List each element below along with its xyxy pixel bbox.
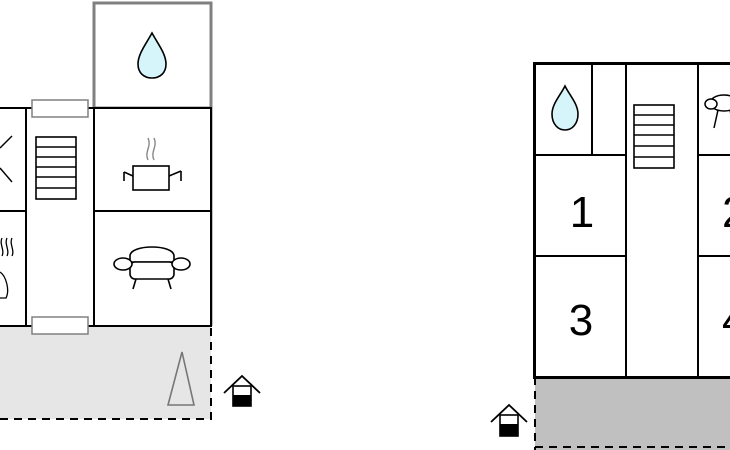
stairs-icon bbox=[35, 136, 77, 200]
room-outline bbox=[0, 210, 27, 327]
left-room-living bbox=[93, 210, 212, 327]
window-bottom bbox=[31, 316, 89, 335]
left-room-kitchen bbox=[93, 107, 212, 212]
right-room-wet bbox=[534, 63, 627, 156]
left-room-sauna bbox=[0, 210, 27, 327]
left-terrace bbox=[0, 326, 212, 420]
living-sofa-icon bbox=[113, 246, 191, 290]
left-floor-plan bbox=[0, 1, 261, 420]
right-room-dining bbox=[697, 63, 730, 156]
room-outline bbox=[697, 255, 730, 378]
entrance-house-icon bbox=[490, 403, 528, 437]
dining-table-icon bbox=[704, 94, 730, 129]
left-room-wet bbox=[92, 1, 213, 110]
room-outline bbox=[0, 107, 27, 212]
water-drop-icon bbox=[551, 84, 579, 131]
room-outline bbox=[591, 63, 627, 156]
window-top bbox=[31, 99, 89, 118]
terrace-outline bbox=[0, 326, 212, 420]
room-outline bbox=[534, 255, 627, 378]
room-outline bbox=[534, 154, 627, 257]
left-room-stairs bbox=[25, 99, 95, 335]
left-room-bathroom bbox=[0, 107, 27, 212]
right-room-1: 1 bbox=[534, 154, 627, 257]
room-number: 2 bbox=[722, 188, 730, 237]
room-number: 3 bbox=[569, 296, 593, 345]
right-room-3: 3 bbox=[534, 255, 627, 378]
right-room-2: 2 bbox=[697, 154, 730, 257]
room-number: 4 bbox=[722, 296, 730, 345]
right-room-stairs bbox=[625, 63, 699, 378]
stairs-icon bbox=[633, 104, 675, 169]
bathroom-icon bbox=[0, 135, 13, 183]
sauna-heat-icon bbox=[0, 237, 14, 299]
sail-icon bbox=[166, 351, 196, 406]
entrance-house-icon bbox=[223, 374, 261, 407]
right-room-4: 4 bbox=[697, 255, 730, 378]
kitchen-pot-icon bbox=[123, 137, 182, 191]
terrace-area bbox=[535, 377, 730, 450]
right-terrace bbox=[534, 377, 730, 450]
water-drop-icon bbox=[137, 31, 167, 79]
right-floor-plan: 1 3 2 4 bbox=[490, 62, 730, 450]
room-number: 1 bbox=[570, 188, 594, 237]
room-outline bbox=[93, 107, 212, 212]
